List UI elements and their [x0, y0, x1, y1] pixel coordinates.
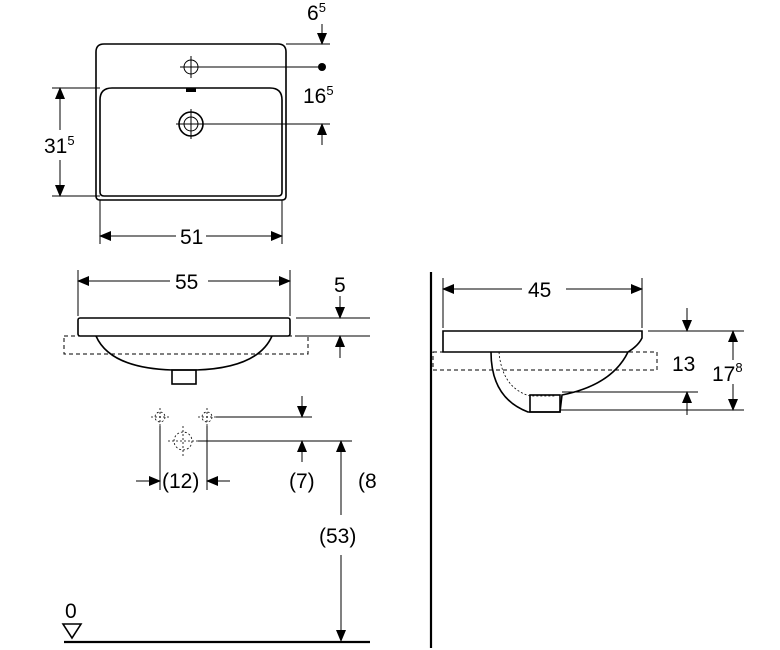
dim-side-height-a: 13: [672, 353, 695, 376]
bowl-front: [95, 335, 273, 371]
reference-dot: [318, 63, 326, 71]
floor-marker: [61, 623, 83, 640]
side-view: 45 13 178: [429, 272, 744, 648]
countertop-dashed: [63, 335, 309, 355]
floor-level-label: 0: [65, 600, 77, 623]
basin-rim-front: [77, 317, 291, 337]
tap-symbol-left: [151, 408, 169, 426]
dim-width-outer: 55: [175, 271, 198, 294]
countertop-dashed-side: [432, 351, 658, 371]
drain-marker: [176, 109, 206, 139]
top-view: 65 165 315 51: [44, 0, 334, 249]
basin-bowl-top: [99, 87, 283, 197]
dim-partial: (8: [358, 470, 377, 493]
basin-outline-top: [95, 43, 287, 201]
front-view: 55 5: [61, 270, 377, 644]
drain-stub-side: [529, 394, 561, 413]
tap-hole-marker: [180, 56, 202, 78]
dim-install-height: (53): [319, 525, 356, 548]
dim-hole-offset: 165: [303, 83, 334, 108]
drain-symbol: [168, 426, 198, 456]
dim-depth-top: 315: [44, 133, 75, 158]
dim-rim: 5: [334, 274, 346, 297]
dim-side-depth: 45: [528, 279, 551, 302]
dim-width-inner: 51: [180, 226, 203, 249]
tap-symbol-right: [198, 408, 216, 426]
bowl-side: [490, 351, 629, 413]
dim-tap-height: (7): [289, 470, 315, 493]
dim-top-offset: 65: [307, 0, 326, 25]
bowl-side-inner: [498, 351, 556, 397]
drain-stub-front: [171, 369, 197, 385]
dim-tap-spacing: (12): [162, 470, 199, 493]
basin-rim-side: [442, 330, 643, 353]
overflow-slot: [186, 88, 196, 92]
dim-side-height-b: 178: [712, 360, 743, 386]
